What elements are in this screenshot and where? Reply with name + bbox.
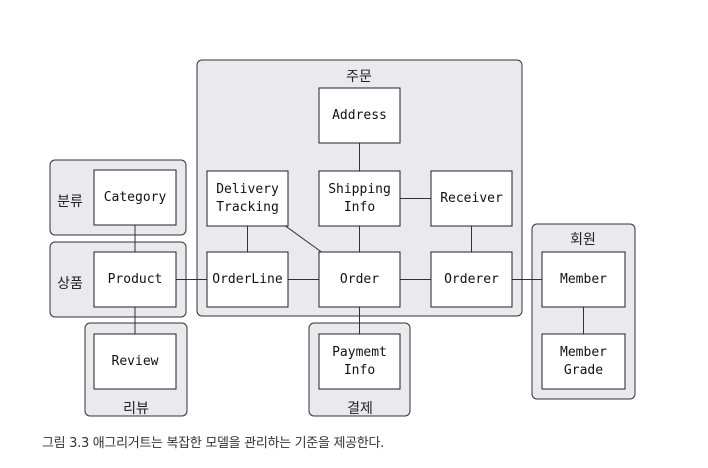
node-box-delivery-tracking: [206, 170, 289, 227]
node-label-shipping-info: Shipping: [328, 182, 391, 197]
node-label-address: Address: [332, 108, 387, 123]
node-label-delivery-tracking: Delivery: [216, 182, 279, 197]
node-box-orderer: [430, 251, 513, 308]
node-label-order: Order: [340, 272, 379, 287]
node-product: Product: [93, 251, 177, 308]
group-label-review: 리뷰: [123, 401, 149, 417]
node-orderer: Orderer: [430, 251, 513, 308]
node-address: Address: [318, 87, 401, 144]
node-category: Category: [93, 169, 177, 226]
group-label-product: 상품: [57, 276, 83, 292]
group-label-order: 주문: [346, 69, 372, 85]
figure-caption: 그림 3.3 애그리거트는 복잡한 모델을 관리하는 기준을 제공한다.: [42, 436, 384, 451]
node-box-order: [318, 251, 401, 308]
node-review: Review: [93, 333, 177, 390]
node-orderline: OrderLine: [206, 251, 289, 308]
node-box-member: [541, 251, 626, 308]
node-box-receiver: [430, 170, 513, 227]
node-order: Order: [318, 251, 401, 308]
node-label-member-grade: Member: [560, 345, 607, 360]
node-member: Member: [541, 251, 626, 308]
node-label-payment-info: Paymemt: [332, 345, 387, 360]
node-box-category: [93, 169, 177, 226]
node-label-member-grade: Grade: [564, 363, 603, 378]
node-box-shipping-info: [318, 170, 401, 227]
node-label-delivery-tracking: Tracking: [216, 200, 279, 215]
node-label-member: Member: [560, 272, 607, 287]
node-box-address: [318, 87, 401, 144]
node-label-payment-info: Info: [344, 363, 375, 378]
node-box-orderline: [206, 251, 289, 308]
group-label-category: 분류: [57, 194, 83, 210]
node-box-product: [93, 251, 177, 308]
node-box-payment-info: [318, 333, 401, 390]
group-label-payment: 결제: [347, 401, 373, 417]
node-label-shipping-info: Info: [344, 200, 375, 215]
node-box-member-grade: [541, 333, 626, 390]
node-label-review: Review: [112, 354, 159, 369]
node-receiver: Receiver: [430, 170, 513, 227]
node-label-receiver: Receiver: [440, 191, 503, 206]
node-label-product: Product: [108, 272, 163, 287]
node-label-orderer: Orderer: [444, 272, 499, 287]
group-label-member: 회원: [570, 232, 596, 248]
node-label-category: Category: [104, 190, 167, 205]
node-label-orderline: OrderLine: [212, 272, 283, 287]
node-box-review: [93, 333, 177, 390]
